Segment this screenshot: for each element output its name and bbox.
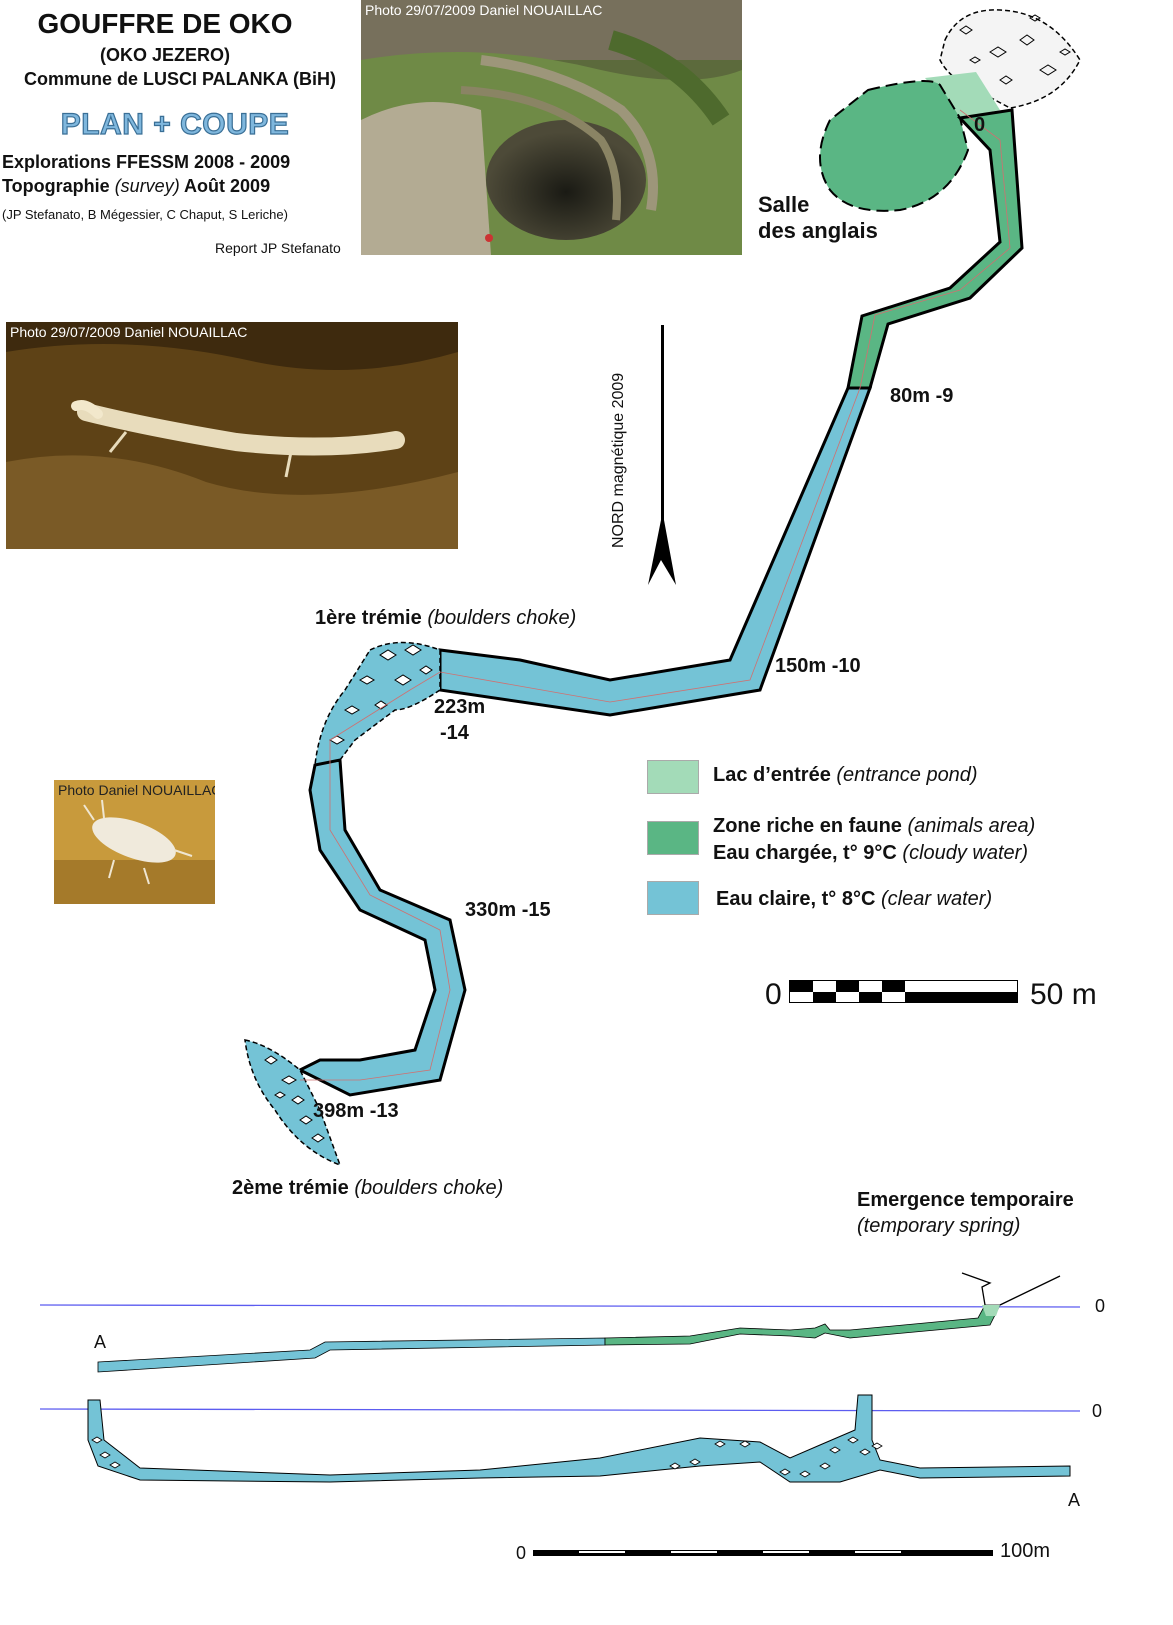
section1-pond (982, 1305, 1000, 1316)
legend-item-clear: Eau claire, t° 8°C (clear water) (716, 888, 993, 910)
salle-label-2: des anglais (758, 218, 878, 243)
explorations-line: Explorations FFESSM 2008 - 2009 (2, 152, 291, 172)
plan-scale-bar (789, 980, 1018, 1003)
section-a-right: A (1068, 1490, 1081, 1510)
olm-photo: Photo 29/07/2009 Daniel NOUAILLAC (6, 322, 458, 549)
section-scale-end: 100m (1000, 1540, 1051, 1562)
section-zero-2: 0 (1092, 1401, 1103, 1421)
second-choke-label: 2ème trémie (boulders choke) (232, 1177, 504, 1199)
commune-label: Commune de LUSCI PALANKA (BiH) (24, 69, 336, 89)
station-398m-label: 398m -13 (313, 1100, 399, 1122)
section-a-left: A (94, 1332, 107, 1352)
entrance-photo-caption: Photo 29/07/2009 Daniel NOUAILLAC (365, 2, 603, 18)
section2-conduit (87, 1394, 1071, 1483)
legend-swatch-fauna (647, 821, 699, 855)
olm-photo-image (6, 322, 458, 549)
legend-swatch-clear (647, 881, 699, 915)
cave-plan (244, 9, 1081, 1167)
section-zero-1: 0 (1095, 1296, 1106, 1316)
station-223m-label: 223m (434, 696, 486, 718)
section1-entrance (961, 1272, 1061, 1306)
section-scale-ticks (579, 1551, 901, 1553)
spring-label: Emergence temporaire (857, 1189, 1074, 1211)
legend-item-cloudy: Eau chargée, t° 9°C (cloudy water) (713, 842, 1029, 864)
plan-scale-end: 50 m (1030, 978, 1097, 1011)
map-subtitle: (OKO JEZERO) (99, 45, 230, 65)
entrance-rocks (959, 14, 1071, 85)
survey-line (300, 109, 1011, 1081)
entrance-pond (925, 72, 1000, 118)
survey-credits: (JP Stefanato, B Mégessier, C Chaput, S … (2, 207, 288, 222)
salle-des-anglais (819, 80, 970, 212)
isopod-photo-caption: Photo Daniel NOUAILLAC (58, 782, 215, 798)
north-arrow-icon (648, 325, 676, 585)
legend-item-fauna: Zone riche en faune (animals area) (713, 815, 1036, 837)
section1-fauna (604, 1304, 1001, 1346)
choke2-rocks (264, 1055, 325, 1143)
salle-label-1: Salle (758, 192, 810, 217)
section2-rocks (91, 1436, 883, 1478)
section-scale-start: 0 (516, 1543, 527, 1563)
station-330m-label: 330m -15 (465, 899, 551, 921)
second-boulder-choke (244, 1039, 342, 1167)
entrance-photo: Photo 29/07/2009 Daniel NOUAILLAC (361, 0, 742, 255)
topography-line: Topographie (survey) Août 2009 (2, 176, 271, 196)
water-level-line-2 (39, 1408, 1081, 1412)
map-title: GOUFFRE DE OKO (37, 8, 293, 39)
spring-label-en: (temporary spring) (857, 1215, 1021, 1237)
legend-swatch-pond (647, 760, 699, 794)
cave-section (39, 1272, 1081, 1556)
choke1-rocks (328, 644, 433, 745)
entrance-zero-label: 0 (974, 114, 986, 136)
first-choke-label: 1ère trémie (boulders choke) (315, 607, 577, 629)
section1-clear (97, 1337, 606, 1373)
isopod-photo: Photo Daniel NOUAILLAC (54, 780, 215, 904)
water-level-line-1 (39, 1304, 1081, 1308)
olm-photo-caption: Photo 29/07/2009 Daniel NOUAILLAC (10, 324, 248, 340)
station-223m-depth: -14 (440, 722, 469, 744)
isopod-photo-image (54, 780, 215, 904)
entrance-photo-image (361, 0, 742, 255)
legend-item-pond: Lac d’entrée (entrance pond) (713, 764, 978, 786)
plan-coupe-heading: PLAN + COUPE (60, 107, 290, 141)
station-80m-label: 80m -9 (890, 385, 954, 407)
report-credit: Report JP Stefanato (215, 240, 341, 256)
clear-conduit-lower (296, 758, 467, 1097)
plan-scale-start: 0 (765, 978, 782, 1011)
station-150m-label: 150m -10 (775, 655, 861, 677)
